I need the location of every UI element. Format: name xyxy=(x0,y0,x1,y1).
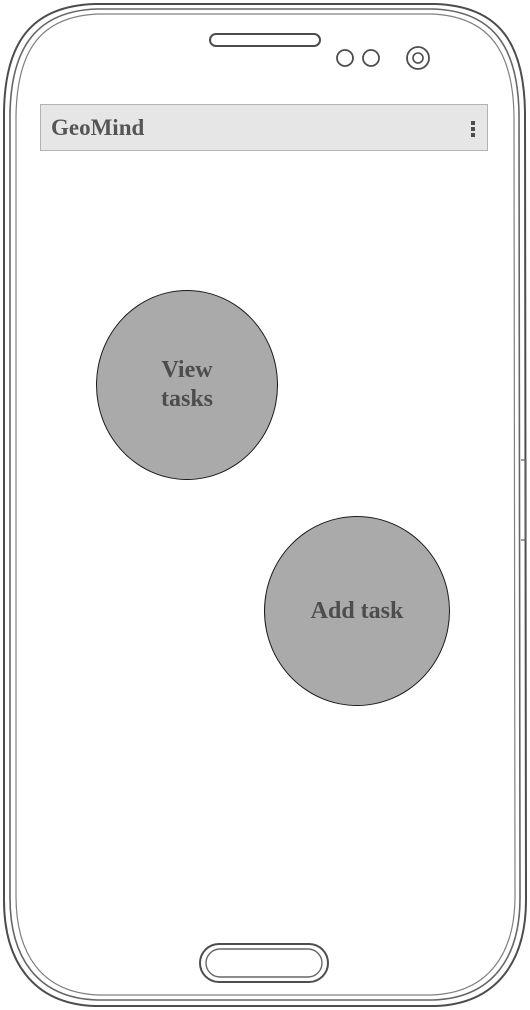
side-key xyxy=(521,459,527,541)
phone-body-mid xyxy=(9,8,521,1001)
app-title: GeoMind xyxy=(51,115,145,140)
more-vertical-icon[interactable] xyxy=(465,117,481,141)
menu-dot xyxy=(471,127,475,131)
home-button-inner xyxy=(205,948,323,978)
add-task-button[interactable]: Add task xyxy=(264,516,450,706)
add-task-label: Add task xyxy=(310,597,404,624)
menu-dot xyxy=(471,133,475,137)
speaker-slot xyxy=(209,33,321,47)
sensor-right xyxy=(362,49,380,67)
app-bar: GeoMind xyxy=(40,104,488,151)
front-camera-outer xyxy=(406,46,430,70)
menu-dot xyxy=(471,121,475,125)
sensor-left xyxy=(336,49,354,67)
home-button-outer xyxy=(199,943,329,983)
view-tasks-button[interactable]: View tasks xyxy=(96,290,278,480)
front-camera-inner xyxy=(412,52,424,64)
phone-body-outer xyxy=(3,3,528,1007)
view-tasks-label: View tasks xyxy=(160,357,214,412)
phone-body-inner xyxy=(15,13,516,996)
